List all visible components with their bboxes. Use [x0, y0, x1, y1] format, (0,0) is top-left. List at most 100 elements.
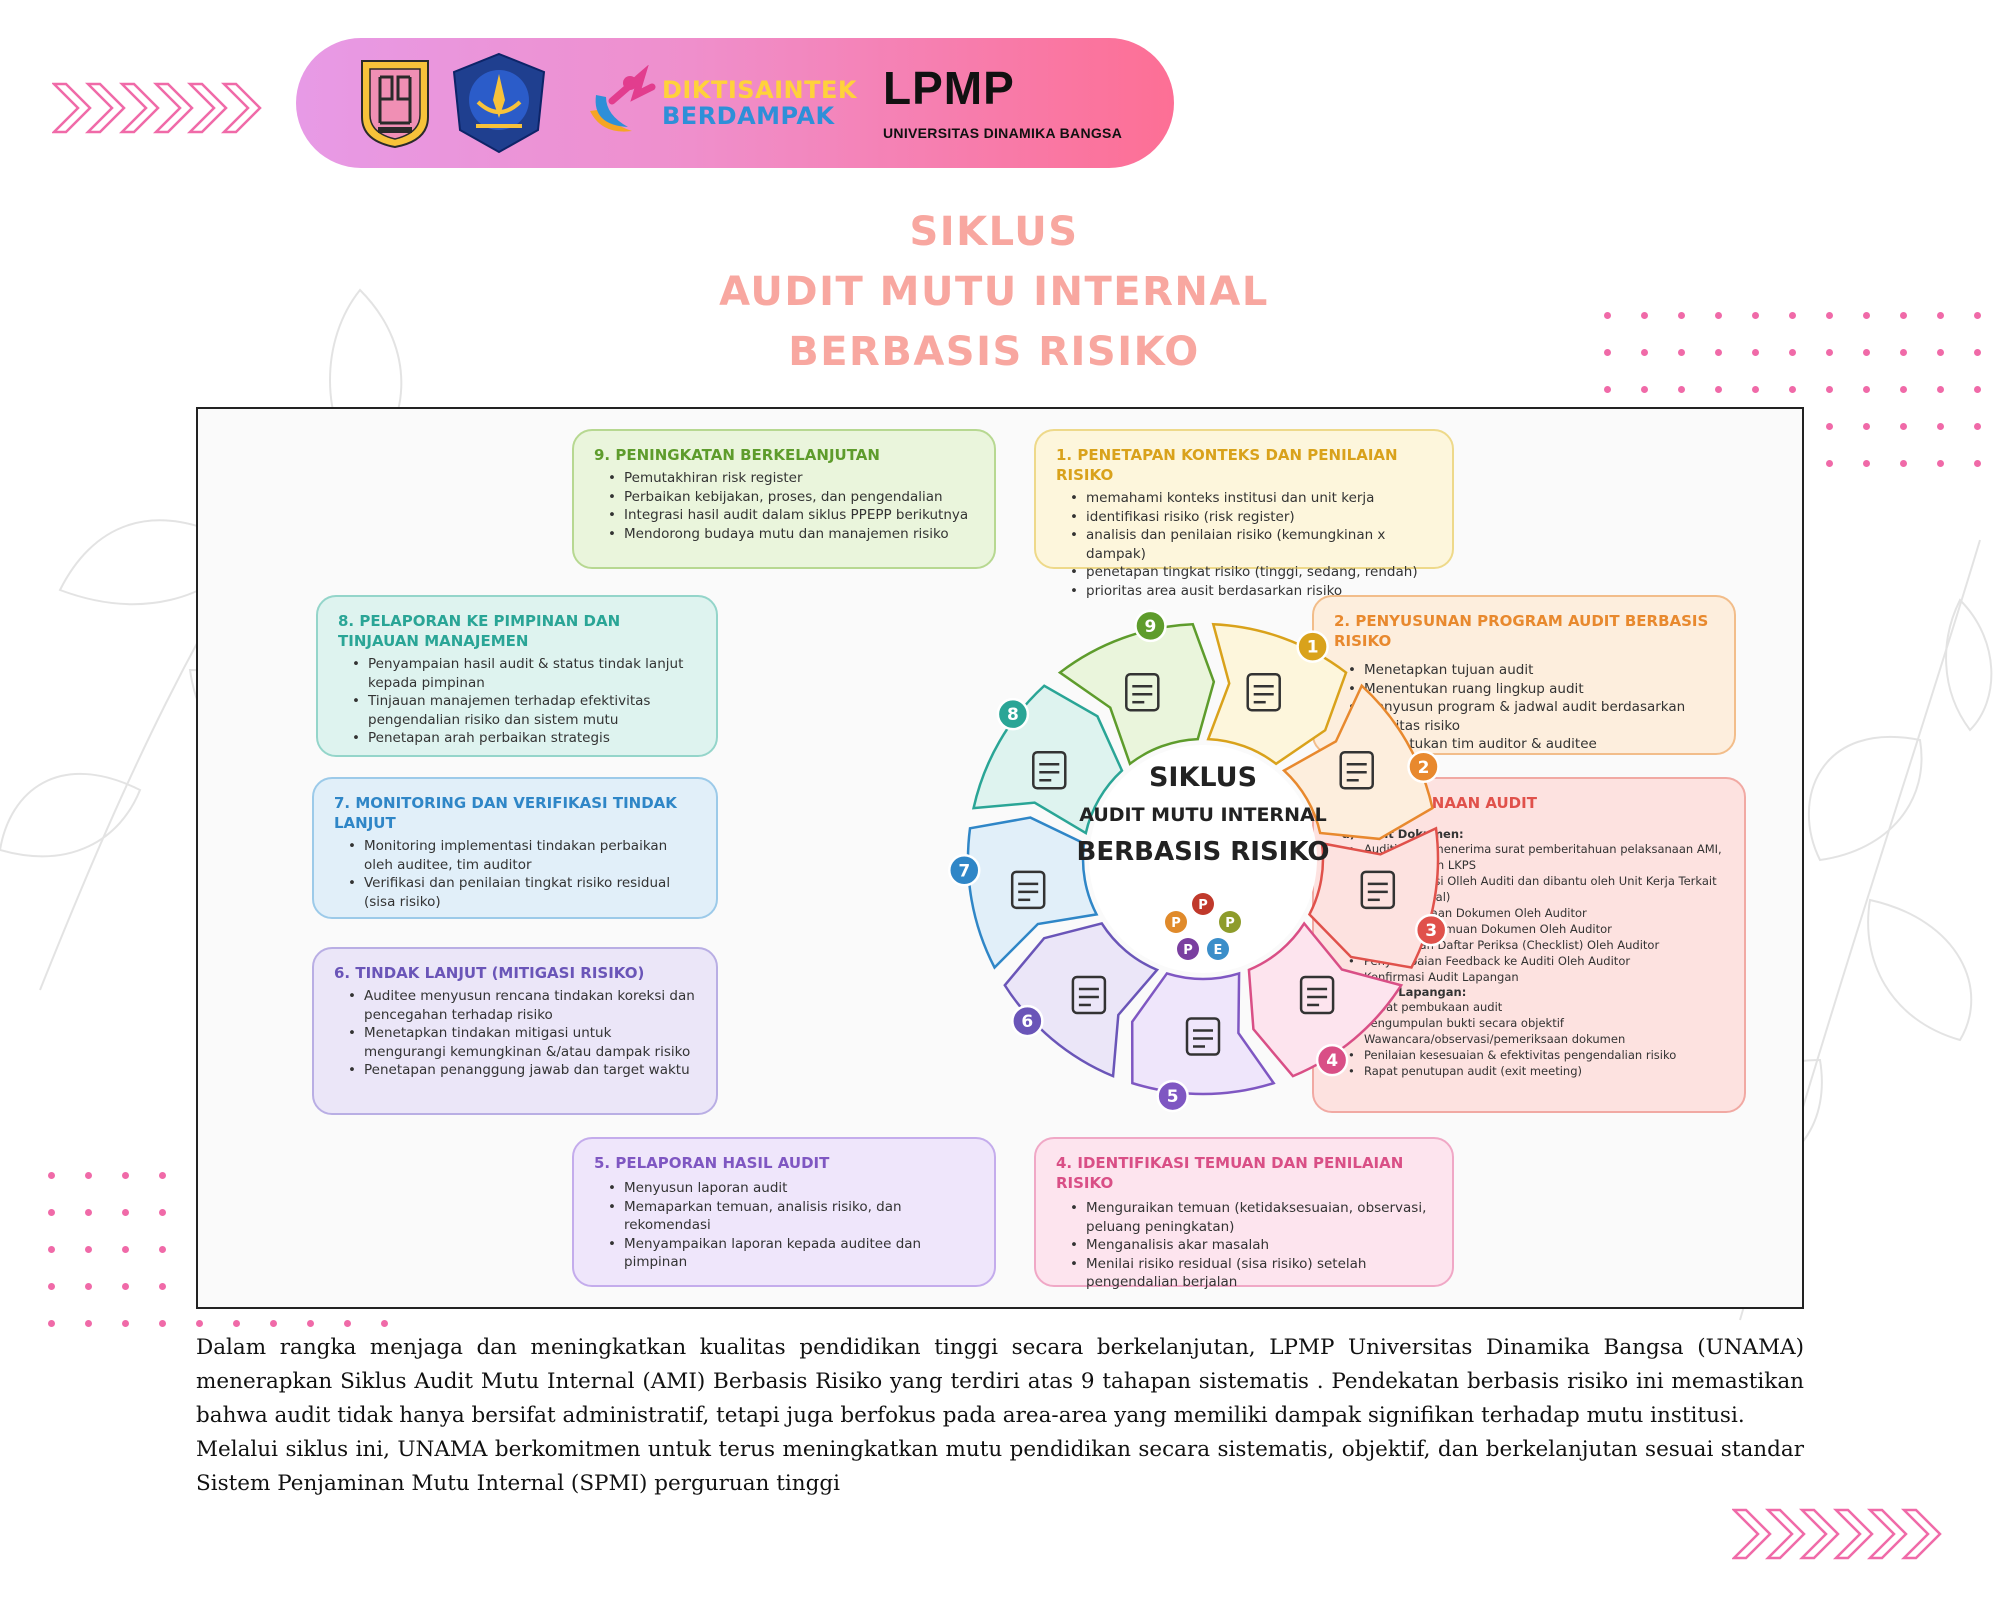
step-item: identifikasi risiko (risk register) [1056, 508, 1432, 527]
decor-dot [1974, 349, 1981, 356]
step-item: Memaparkan temuan, analisis risiko, dan … [594, 1198, 974, 1235]
lpmp-block: LPMP UNIVERSITAS DINAMIKA BANGSA [883, 65, 1122, 141]
decor-dot [122, 1246, 129, 1253]
decor-dot [1900, 460, 1907, 467]
step-item: Menganalisis akar masalah [1056, 1236, 1432, 1255]
step-item: Menilai risiko residual (sisa risiko) se… [1056, 1255, 1432, 1292]
step-item: Menguraikan temuan (ketidaksesuaian, obs… [1056, 1199, 1432, 1236]
decor-dot [233, 1320, 240, 1327]
step-list-7: Monitoring implementasi tindakan perbaik… [334, 837, 696, 911]
chart-icon [1125, 672, 1160, 712]
step-item: Penyampaian Feedback ke Auditi Oleh Audi… [1334, 953, 1724, 969]
ppepp-letter: P [1198, 898, 1208, 913]
report-icon [1185, 1017, 1221, 1056]
step-box-9: 9. PENINGKATAN BERKELANJUTAN Pemutakhira… [572, 429, 996, 569]
decor-dot [85, 1209, 92, 1216]
decor-dot [48, 1209, 55, 1216]
step-item: Verifikasi dan penilaian tingkat risiko … [334, 874, 696, 911]
title-line-2: AUDIT MUTU INTERNAL [719, 269, 1269, 315]
tut-wuri-handayani-logo-icon [452, 52, 546, 154]
decor-dot [1752, 386, 1759, 393]
dikti-line2: BERDAMPAK [662, 102, 835, 130]
step-title-5: 5. PELAPORAN HASIL AUDIT [594, 1154, 830, 1172]
step-item: analisis dan penilaian risiko (kemungkin… [1056, 526, 1432, 563]
step-box-1: 1. PENETAPAN KONTEKS DAN PENILAIAN RISIK… [1034, 429, 1454, 600]
step-item: memahami konteks institusi dan unit kerj… [1056, 489, 1432, 508]
decor-dot [122, 1320, 129, 1327]
step-item: Rapat penutupan audit (exit meeting) [1334, 1063, 1724, 1079]
title-line-3: BERBASIS RISIKO [788, 329, 1200, 375]
step-item: Pemutakhiran risk register [594, 469, 974, 488]
decor-dot [85, 1246, 92, 1253]
cycle-segment-2 [1281, 683, 1434, 841]
step-number-6: 6 [1021, 1012, 1033, 1032]
decor-dot [122, 1172, 129, 1179]
decor-dot [1826, 312, 1833, 319]
step-number-badge-8 [996, 697, 1030, 731]
decor-dot [1678, 349, 1685, 356]
decor-dot [1789, 312, 1796, 319]
ppepp-circle [1177, 938, 1199, 960]
dikti-line1: DIKTISAINTEK [662, 76, 857, 104]
cycle-diagram: 9. PENINGKATAN BERKELANJUTAN Pemutakhira… [196, 407, 1804, 1309]
decor-dot [1863, 312, 1870, 319]
step-item: Menyusun laporan audit [594, 1179, 974, 1198]
step-title-8: 8. PELAPORAN KE PIMPINAN DAN TINJAUAN MA… [338, 612, 621, 650]
step-item: Mendorong budaya mutu dan manajemen risi… [594, 525, 974, 544]
step-box-7: 7. MONITORING DAN VERIFIKASI TINDAK LANJ… [312, 777, 718, 919]
step-number-2: 2 [1418, 758, 1430, 778]
step-box-8: 8. PELAPORAN KE PIMPINAN DAN TINJAUAN MA… [316, 595, 718, 757]
description-text: Dalam rangka menjaga dan meningkatkan ku… [196, 1331, 1804, 1501]
decor-dot [159, 1209, 166, 1216]
step-number-badge-2 [1407, 750, 1440, 784]
decor-dot [122, 1209, 129, 1216]
step-item: Penetapan penanggung jawab dan target wa… [334, 1061, 696, 1080]
decor-dot [48, 1246, 55, 1253]
cycle-center-circle [1089, 745, 1317, 973]
step-list-2: Menetapkan tujuan audit Menentukan ruang… [1334, 661, 1714, 754]
decor-dot [1974, 460, 1981, 467]
decor-dot [1826, 423, 1833, 430]
decor-dot [1641, 386, 1648, 393]
step-item: Penilaian kesesuaian & efektivitas penge… [1334, 1047, 1724, 1063]
decor-dot [1752, 312, 1759, 319]
step-item: Monitoring implementasi tindakan perbaik… [334, 837, 696, 874]
decor-dot [48, 1172, 55, 1179]
step-number-5: 5 [1167, 1087, 1179, 1107]
teacher-icon [1032, 751, 1067, 790]
ppepp-letter: E [1214, 943, 1223, 958]
title-line-1: SIKLUS [909, 209, 1079, 255]
decor-dot [159, 1320, 166, 1327]
step-title-1: 1. PENETAPAN KONTEKS DAN PENILAIAN RISIK… [1056, 446, 1398, 484]
decor-dot [1826, 460, 1833, 467]
decor-dot [1863, 349, 1870, 356]
decor-dot [1937, 349, 1944, 356]
step-item: Auditee menyusun rencana tindakan koreks… [334, 987, 696, 1024]
step-number-9: 9 [1145, 617, 1157, 637]
lpmp-subtitle: UNIVERSITAS DINAMIKA BANGSA [883, 125, 1123, 141]
step-item: Perbaikan kebijakan, proses, dan pengend… [594, 488, 974, 507]
warning-icon [1299, 975, 1335, 1015]
chevron-decoration-top [52, 80, 262, 136]
step-item: prioritas area ausit berdasarkan risiko [1056, 582, 1432, 601]
ppepp-circle [1219, 911, 1241, 933]
step-item: Penyampaian hasil audit & status tindak … [338, 655, 696, 692]
decor-dot [1900, 386, 1907, 393]
decor-dot [159, 1283, 166, 1290]
step-box-5: 5. PELAPORAN HASIL AUDIT Menyusun lapora… [572, 1137, 996, 1287]
decor-dot [1974, 386, 1981, 393]
step-item: Tinjauan manajemen terhadap efektivitas … [338, 692, 696, 729]
step-list-1: memahami konteks institusi dan unit kerj… [1056, 489, 1432, 600]
decor-dot [1641, 349, 1648, 356]
step-list-8: Penyampaian hasil audit & status tindak … [338, 655, 696, 748]
ppepp-letter: P [1183, 943, 1193, 958]
decor-dot [1604, 312, 1611, 319]
decor-dot [1678, 312, 1685, 319]
decor-dot [1900, 423, 1907, 430]
step-number-badge-4 [1315, 1043, 1349, 1077]
decor-dot [1937, 423, 1944, 430]
step-list-6: Auditee menyusun rencana tindakan koreks… [334, 987, 696, 1080]
decor-dot [1900, 349, 1907, 356]
step-number-1: 1 [1307, 638, 1319, 658]
calendar-icon [1339, 751, 1374, 790]
